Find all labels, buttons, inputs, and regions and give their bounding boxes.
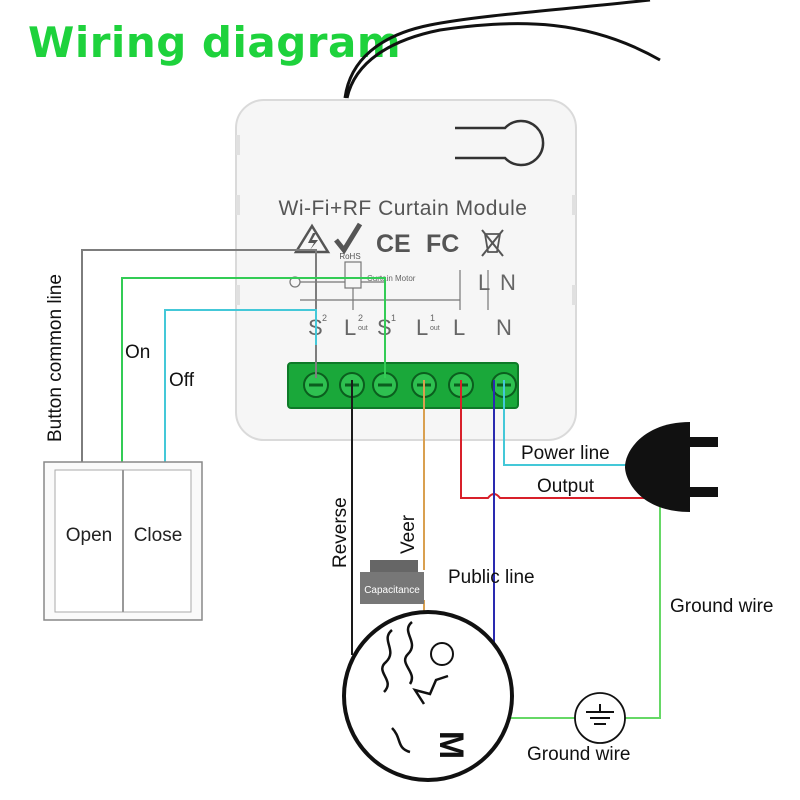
fcc-mark: FC [426, 230, 459, 258]
capacitor [360, 560, 424, 604]
label-button-common-line: Button common line [45, 274, 66, 442]
label-reverse: Reverse [330, 497, 351, 568]
motor-letter: M [432, 731, 470, 759]
danger-warning-icon [293, 223, 331, 254]
label-on: On [125, 342, 150, 363]
label-output: Output [537, 476, 595, 497]
svg-text:out: out [358, 325, 368, 332]
svg-text:RoHS: RoHS [339, 252, 360, 261]
antenna-cable [343, 0, 661, 99]
svg-text:L: L [453, 315, 465, 340]
label-public-line: Public line [448, 567, 535, 588]
module-name: Wi-Fi+RF Curtain Module [279, 197, 528, 220]
svg-text:out: out [430, 325, 440, 332]
capacitor-label: Capacitance [364, 585, 420, 596]
hanging-loop [455, 119, 545, 167]
svg-text:2: 2 [322, 313, 327, 323]
wire-power-line [503, 380, 632, 466]
svg-text:1: 1 [430, 313, 435, 323]
ground-icon [574, 692, 626, 744]
svg-text:L: L [416, 315, 428, 340]
svg-text:N: N [496, 315, 512, 340]
svg-text:1: 1 [391, 313, 396, 323]
wire-on [121, 277, 386, 462]
svg-text:L: L [344, 315, 356, 340]
wire-ground-right [625, 505, 661, 719]
rohs-check-icon: RoHS [334, 222, 363, 261]
curtain-motor-label: Curtain Motor [367, 274, 416, 283]
plug-icon [625, 422, 718, 512]
label-power-line: Power line [521, 443, 610, 464]
label-ground-wire-right: Ground wire [670, 596, 774, 617]
diagram-title: Wiring diagram [28, 18, 402, 67]
terminal-screw-3 [372, 372, 398, 398]
terminal-label-6: N [496, 315, 512, 340]
wires [81, 249, 661, 719]
ce-mark: CE [376, 230, 411, 258]
motor-symbol [342, 610, 514, 782]
wall-switch [43, 461, 203, 621]
input-terminal-n: N [500, 270, 516, 295]
module-body [235, 99, 577, 441]
switch-open-label: Open [66, 525, 112, 546]
weee-bin-icon [481, 229, 504, 257]
label-off: Off [169, 370, 195, 391]
label-veer: Veer [398, 514, 419, 554]
svg-text:2: 2 [358, 313, 363, 323]
switch-close-label: Close [134, 525, 183, 546]
label-ground-wire-bottom: Ground wire [527, 744, 631, 765]
terminal-label-5: L [453, 315, 465, 340]
certification-marks: RoHS CE FC [293, 222, 504, 261]
input-terminal-l: L [478, 270, 490, 295]
wire-off [164, 309, 317, 462]
